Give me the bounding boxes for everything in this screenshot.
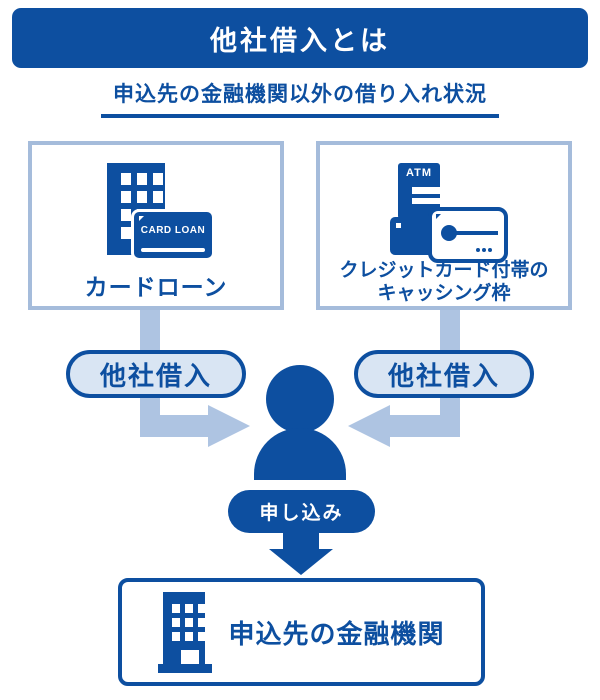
atm-credit-card-icon: ATM <box>388 163 508 263</box>
atm-tray <box>412 198 446 204</box>
bank-building-icon <box>158 590 213 674</box>
right-arrowhead-icon <box>348 405 390 447</box>
down-arrow-icon <box>269 549 333 575</box>
credit-card-label: クレジットカード付帯の キャッシング枠 <box>339 259 548 305</box>
right-borrowing-badge: 他社借入 <box>354 350 534 398</box>
right-connector-horizontal <box>390 415 460 437</box>
card-chip <box>441 225 457 241</box>
right-borrowing-badge-label: 他社借入 <box>387 360 500 391</box>
left-arrowhead-icon <box>208 405 250 447</box>
page-title: 他社借入とは <box>210 25 390 56</box>
apply-pill: 申し込み <box>228 490 375 533</box>
card-dots <box>482 248 486 252</box>
credit-card-label-line2: キャッシング枠 <box>377 283 511 304</box>
card-loan-label: カードローン <box>84 274 228 300</box>
person-icon <box>266 365 334 433</box>
bank-tower <box>163 592 207 666</box>
left-borrowing-badge: 他社借入 <box>66 350 246 398</box>
building-card-loan-icon: CARD LOAN <box>101 163 215 261</box>
bank-base <box>158 664 213 673</box>
card-stripe <box>141 248 205 252</box>
down-arrow-stem <box>283 531 319 549</box>
card-notch <box>139 216 144 221</box>
bank-door <box>181 650 200 666</box>
bank-windows <box>172 604 207 641</box>
atm-button <box>396 223 401 228</box>
credit-card-cashing-box: ATM クレジットカード付帯の キャッシング枠 <box>316 141 572 310</box>
header-banner: 他社借入とは <box>12 8 588 68</box>
destination-label: 申込先の金融機関 <box>228 618 445 649</box>
card-loan-box: CARD LOAN カードローン <box>28 141 284 310</box>
credit-card-icon <box>428 207 508 263</box>
apply-label: 申し込み <box>259 503 344 524</box>
credit-card-label-line1: クレジットカード付帯の <box>339 260 549 281</box>
left-borrowing-badge-label: 他社借入 <box>99 360 212 391</box>
left-connector-horizontal <box>140 415 210 437</box>
subtitle-text: 申込先の金融機関以外の借り入れ状況 <box>101 78 499 118</box>
card-loan-card-label: CARD LOAN <box>140 225 206 236</box>
card-line <box>452 231 498 235</box>
person-body <box>254 428 346 480</box>
atm-label: ATM <box>405 167 432 179</box>
destination-bank-box: 申込先の金融機関 <box>118 578 485 686</box>
card-notch <box>436 214 441 219</box>
atm-slot <box>412 187 446 194</box>
card-loan-card-icon: CARD LOAN <box>131 209 215 261</box>
subtitle-wrap: 申込先の金融機関以外の借り入れ状況 <box>0 78 600 118</box>
